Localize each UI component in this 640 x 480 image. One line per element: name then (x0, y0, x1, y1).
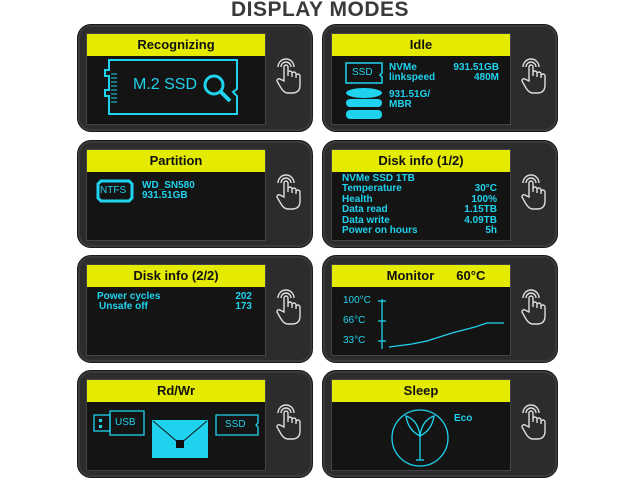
touch-hand-icon[interactable] (519, 58, 549, 95)
touch-hand-icon[interactable] (274, 404, 304, 441)
panel-idle: Idle SSD NVMe 931.51GB linkspeed 480M 931.… (322, 24, 558, 132)
info-value: 931.51GB (453, 62, 499, 73)
tick-label: 66°C (343, 315, 366, 326)
info-value: 5h (485, 225, 497, 237)
ntfs-label: NTFS (100, 185, 127, 196)
touch-hand-icon[interactable] (519, 404, 549, 441)
display-screen: Recognizing M.2 SSD (86, 33, 266, 125)
info-key: Health (342, 193, 373, 205)
disk-size: 931.51GB (142, 190, 188, 202)
display-screen: Monitor 60°C 100°C 66°C 33°C (331, 264, 511, 356)
panel-rdwr: Rd/Wr USB SSD (77, 370, 313, 478)
mode-header: Rd/Wr (87, 380, 265, 402)
link-info: NVMe 931.51GB linkspeed 480M (389, 62, 499, 84)
eco-mode-label: Eco (454, 413, 473, 424)
mode-header: Disk info (2/2) (87, 265, 265, 287)
tick-label: 33°C (343, 335, 366, 346)
info-key: Unsafe off (99, 301, 148, 313)
mode-header: Idle (332, 34, 510, 56)
info-key: Data write (342, 214, 390, 226)
touch-hand-icon[interactable] (274, 174, 304, 211)
ssd-icon (215, 414, 259, 436)
ssd-icon (345, 62, 383, 84)
touch-hand-icon[interactable] (519, 289, 549, 326)
temperature-graph (378, 299, 504, 349)
info-value: 202 (235, 291, 252, 302)
eco-plant-icon (391, 409, 449, 467)
mode-header: Monitor 60°C (332, 265, 510, 287)
info-value: 1.15TB (464, 204, 497, 216)
info-key: Power cycles (97, 291, 161, 302)
touch-hand-icon[interactable] (274, 58, 304, 95)
ssd-label: M.2 SSD (133, 76, 198, 93)
mode-header: Partition (87, 150, 265, 172)
info-value: 173 (235, 301, 252, 313)
info-value: 30°C (474, 183, 497, 195)
disk-model: WD_SN580 (142, 180, 195, 191)
disk-info-list: Power cycles 202 Unsafe off 173 (97, 291, 252, 313)
panel-recognizing: Recognizing M.2 SSD (77, 24, 313, 132)
display-screen: Rd/Wr USB SSD (86, 379, 266, 471)
disk-model: NVMe SSD 1TB (342, 173, 415, 184)
panel-sleep: Sleep Eco (322, 370, 558, 478)
info-key: NVMe (389, 62, 417, 73)
panel-disk-info-2: Disk info (2/2) Power cycles 202 Unsafe o… (77, 255, 313, 363)
partition-info: 931.51G/MBR (389, 89, 431, 111)
touch-hand-icon[interactable] (274, 289, 304, 326)
database-icon (346, 88, 382, 119)
info-key: linkspeed (389, 72, 436, 84)
display-screen: Disk info (2/2) Power cycles 202 Unsafe o… (86, 264, 266, 356)
touch-hand-icon[interactable] (519, 174, 549, 211)
mode-header: Sleep (332, 380, 510, 402)
display-screen: Sleep Eco (331, 379, 511, 471)
transfer-envelope-icon (152, 420, 208, 458)
usb-label: USB (115, 417, 136, 428)
partition-table: MBR (389, 99, 412, 111)
current-temperature: 60°C (456, 268, 486, 283)
mode-header: Recognizing (87, 34, 265, 56)
display-screen: Idle SSD NVMe 931.51GB linkspeed 480M 931.… (331, 33, 511, 125)
info-value: 480M (473, 72, 499, 84)
panel-monitor: Monitor 60°C 100°C 66°C 33°C (322, 255, 558, 363)
ssd-icon-label: SSD (352, 67, 373, 78)
panel-disk-info-1: Disk info (1/2) NVMe SSD 1TB Temperature… (322, 140, 558, 248)
ntfs-icon (96, 179, 134, 203)
tick-label: 100°C (343, 295, 371, 306)
magnifier-icon (203, 74, 225, 96)
display-screen: Disk info (1/2) NVMe SSD 1TB Temperature… (331, 149, 511, 241)
partition-size: 931.51G/ (389, 89, 431, 100)
info-value: 100% (471, 193, 497, 205)
usb-icon (93, 410, 145, 436)
temperature-line (388, 322, 504, 348)
ssd-label: SSD (225, 419, 246, 430)
info-value: 4.09TB (464, 214, 497, 226)
m2-ssd-icon (104, 59, 238, 115)
monitor-title: Monitor (386, 268, 435, 283)
mode-header: Disk info (1/2) (332, 150, 510, 172)
info-key: Temperature (342, 183, 402, 195)
info-key: Power on hours (342, 225, 418, 237)
page-title: DISPLAY MODES (230, 0, 410, 21)
info-key: Data read (342, 204, 388, 216)
